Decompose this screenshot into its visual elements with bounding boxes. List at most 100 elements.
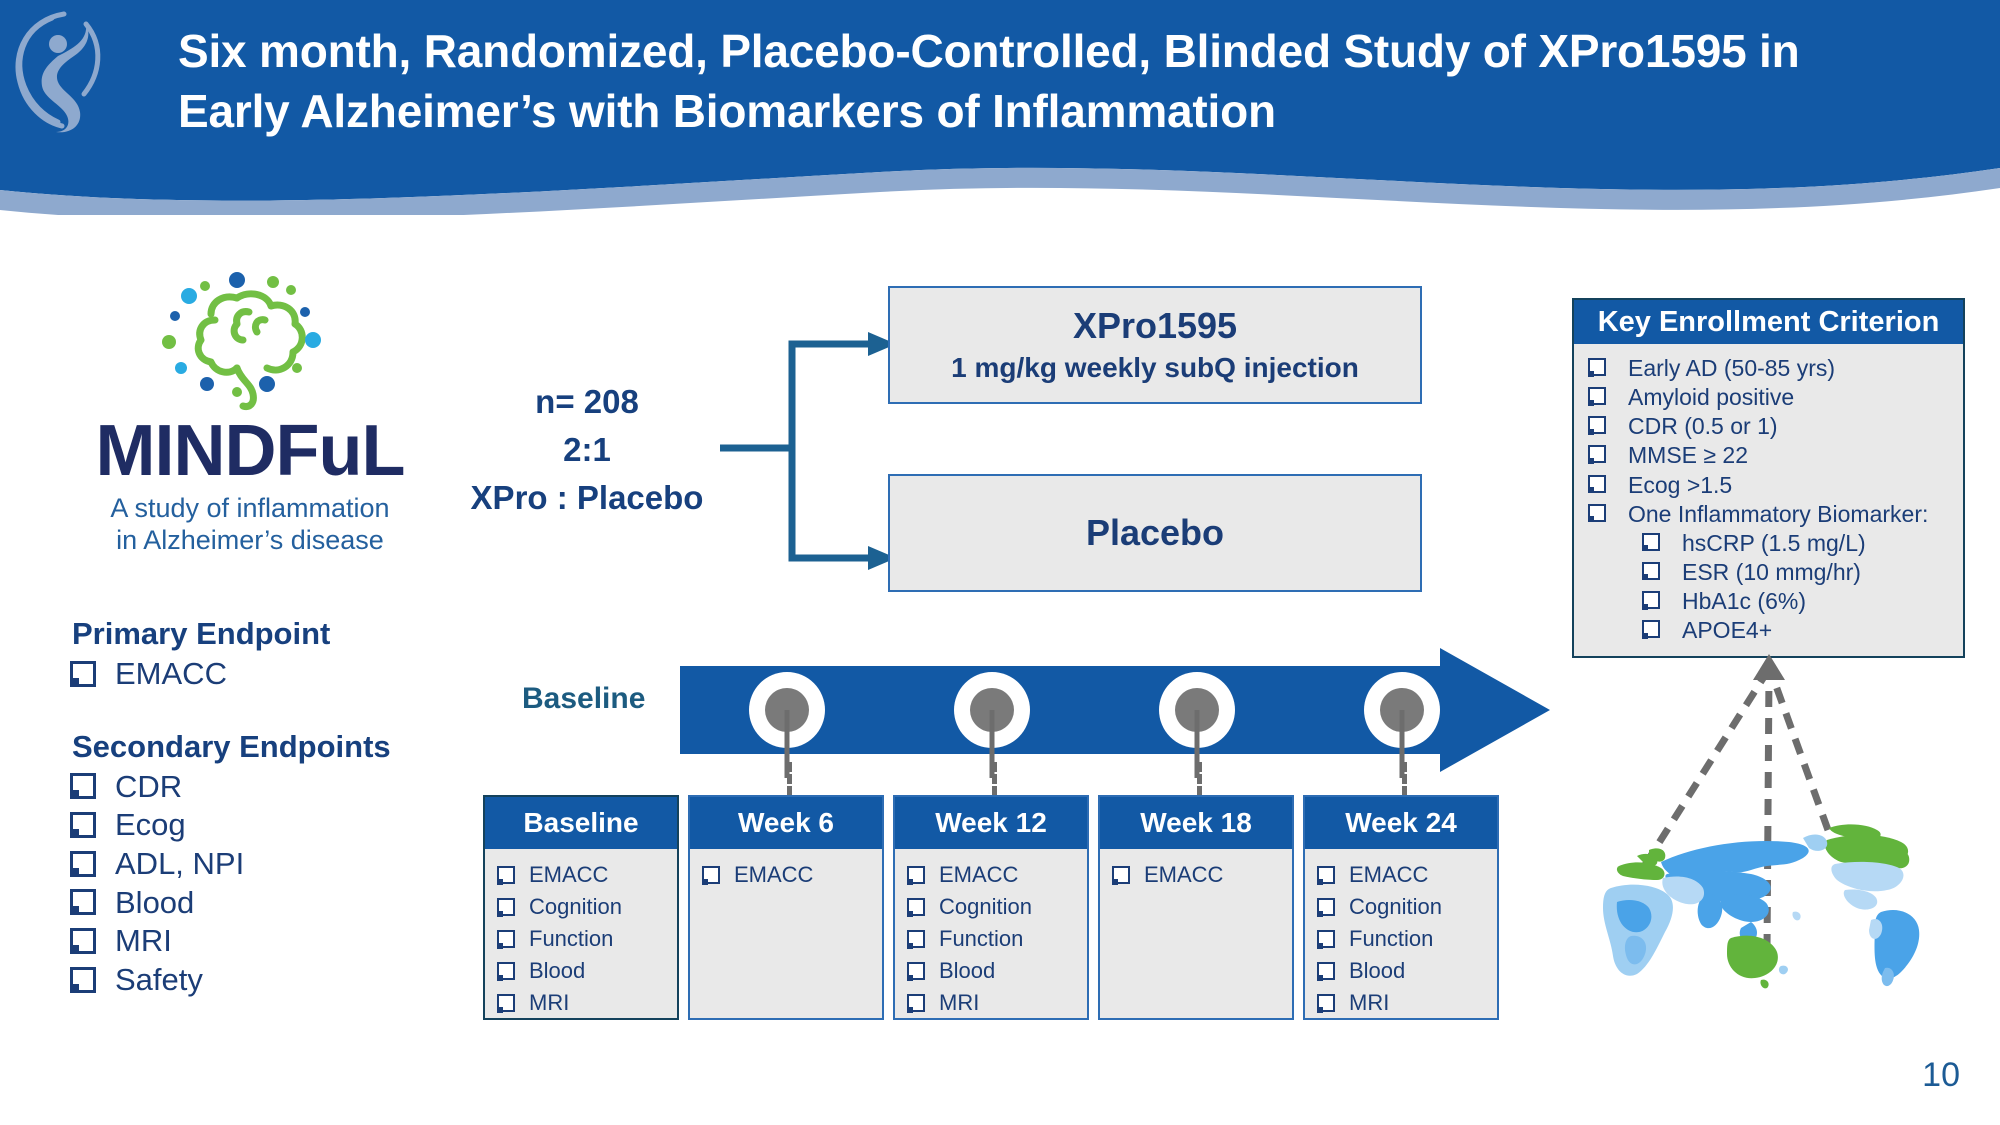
checkbox-icon [70,660,96,687]
list-item: Cognition [1316,894,1497,920]
visit-item-label: Cognition [529,894,622,919]
enrollment-item-label: Ecog >1.5 [1628,471,1733,498]
checkbox-icon [1316,866,1335,885]
checkbox-icon [70,812,96,839]
checkbox-icon [1641,561,1660,581]
key-enrollment-panel: Key Enrollment Criterion Early AD (50-85… [1572,298,1965,659]
list-item: EMACC [1111,862,1292,888]
list-item: EMACC [70,656,490,692]
visit-item-label: EMACC [529,862,609,887]
mindful-logo-block: MINDFuL A study of inflammation in Alzhe… [45,268,455,557]
enrollment-item-label: hsCRP (1.5 mg/L) [1682,529,1866,556]
list-item: MRI [906,990,1087,1016]
enrollment-item-label: Early AD (50-85 yrs) [1628,355,1836,381]
secondary-endpoint-item-label: Safety [115,961,203,997]
enrollment-item-label: Amyloid positive [1628,384,1795,411]
list-item: Early AD (50-85 yrs) [1587,355,1963,382]
timeline-marker [1159,672,1235,778]
enrollment-item-label: HbA1c (6%) [1682,588,1806,614]
secondary-endpoint-item-label: Blood [115,884,195,920]
list-item: Function [496,926,677,952]
timeline-baseline-label: Baseline [522,682,646,715]
secondary-endpoint-item-label: CDR [115,768,183,804]
visit-item-label: Blood [939,958,996,983]
checkbox-icon [496,962,515,981]
randomization-connector [720,332,896,570]
visit-column-week12: Week 12 EMACC Cognition Function Blood M… [893,795,1089,1020]
checkbox-icon [1587,445,1606,464]
visit-item-label: Function [939,926,1024,951]
list-item: MRI [1316,990,1497,1016]
enrollment-item-label: CDR (0.5 or 1) [1628,413,1778,440]
timeline-dash-week6 [787,762,792,796]
spacer [70,695,490,729]
list-item: hsCRP (1.5 mg/L) [1588,530,1963,557]
treatment-arm-placebo: Placebo [888,474,1422,592]
visit-item-label: MRI [529,990,570,1015]
secondary-endpoints-heading: Secondary Endpoints [72,728,391,764]
visit-column-baseline: Baseline EMACC Cognition Function Blood … [483,795,679,1020]
global-sites-map [1545,650,2000,1000]
checkbox-icon [70,928,96,955]
list-item: EMACC [701,862,882,888]
checkbox-icon [1587,474,1606,493]
list-item: Ecog [70,807,490,843]
list-item: ADL, NPI [70,846,490,882]
list-item: MRI [70,923,490,959]
randomization-ratio: n= 208 2:1 XPro : Placebo [452,378,722,522]
randomization-n: n= 208 [535,383,639,420]
visit-column-title: Week 24 [1305,797,1497,849]
enrollment-item-label: ESR (10 mmg/hr) [1682,558,1861,585]
checkbox-icon [1316,930,1335,949]
list-item: Amyloid positive [1587,384,1963,411]
checkbox-icon [906,930,925,949]
page-number: 10 [1922,1056,1960,1094]
visit-item-label: Cognition [1349,894,1442,919]
treatment-arm-xpro: XPro1595 1 mg/kg weekly subQ injection [888,286,1422,404]
checkbox-icon [70,966,96,993]
checkbox-icon [1587,387,1606,406]
visit-column-title: Week 12 [895,797,1087,849]
checkbox-icon [1316,898,1335,917]
checkbox-icon [906,962,925,981]
timeline-marker [954,672,1030,778]
checkbox-icon [1587,358,1606,377]
list-item: Blood [1316,958,1497,984]
checkbox-icon [1641,591,1660,610]
list-item: APOE4+ [1588,617,1963,644]
secondary-endpoint-item-label: MRI [115,923,172,959]
mindful-tagline-line-2: in Alzheimer’s disease [116,524,384,555]
visit-column-title: Week 18 [1100,797,1292,849]
visit-item-label: EMACC [734,862,814,887]
visit-item-label: EMACC [939,862,1019,887]
list-item: MMSE ≥ 22 [1587,442,1963,469]
brain-icon [162,272,321,410]
timeline-markers [749,672,1440,778]
visit-item-label: Function [529,926,614,951]
enrollment-item-label: One Inflammatory Biomarker: [1628,500,1929,527]
checkbox-icon [70,889,96,916]
visit-item-label: Function [1349,926,1434,951]
enrollment-item-label: MMSE ≥ 22 [1628,442,1748,469]
arm-subtitle: 1 mg/kg weekly subQ injection [951,351,1359,383]
mindful-wordmark: MINDFuL [95,411,406,491]
visit-item-label: EMACC [1349,862,1429,887]
timeline-dash-week24 [1402,762,1407,796]
randomization-arms-label: XPro : Placebo [470,478,704,516]
visit-column-week18: Week 18 EMACC [1098,795,1294,1020]
world-map-icon [1603,654,1920,989]
list-item: MRI [496,990,677,1016]
visit-item-label: Blood [529,958,586,983]
checkbox-icon [1641,620,1660,639]
list-item: One Inflammatory Biomarker: [1587,500,1963,528]
key-enrollment-heading: Key Enrollment Criterion [1574,300,1963,344]
list-item: Cognition [906,894,1087,920]
randomization-ratio-value: 2:1 [563,430,611,468]
list-item: CDR [70,769,490,805]
visit-item-label: MRI [939,990,980,1015]
checkbox-icon [701,866,720,885]
list-item: Blood [70,885,490,921]
enrollment-item-label: APOE4+ [1682,617,1773,644]
arm-title: Placebo [1085,512,1225,554]
